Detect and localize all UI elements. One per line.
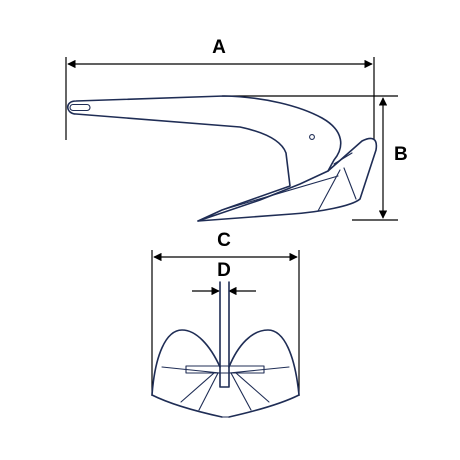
dimension-a-label: A [212, 37, 226, 58]
anchor-hole [309, 134, 315, 140]
dimension-d: D [192, 260, 256, 296]
anchor-front-left-lobe [151, 329, 223, 418]
anchor-fluke-inner-lines [221, 152, 357, 212]
anchor-front-crossbar [185, 365, 265, 374]
anchor-fluke-outline [197, 137, 378, 222]
dimension-d-label: D [217, 260, 231, 281]
anchor-shank-outline [66, 95, 342, 222]
dimension-c: C [151, 230, 300, 396]
dimension-b-label: B [394, 144, 408, 165]
anchor-front-shank [219, 281, 230, 388]
dimension-b: B [222, 95, 408, 221]
dimension-c-label: C [217, 230, 231, 251]
anchor-front-right-lobe [228, 329, 300, 418]
anchor-shackle-slot [69, 103, 91, 112]
anchor-side-view [66, 95, 378, 222]
anchor-front-view [151, 281, 300, 418]
anchor-front-inner-lines [161, 366, 290, 411]
dimension-a: A [65, 37, 375, 140]
